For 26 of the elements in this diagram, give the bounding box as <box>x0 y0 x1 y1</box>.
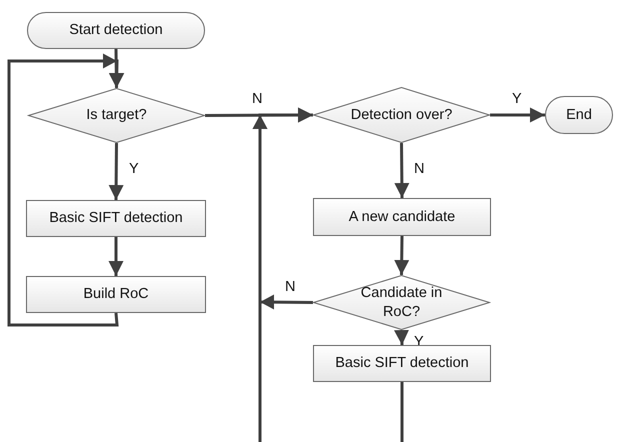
node-text: End <box>566 106 592 124</box>
node-text: A new candidate <box>348 208 456 226</box>
node-text: Is target? <box>86 106 147 125</box>
node-text: Basic SIFT detection <box>49 209 183 228</box>
process-box <box>313 345 491 382</box>
process-box <box>26 276 206 313</box>
decision-diamond <box>28 88 205 143</box>
node-text: Basic SIFT detection <box>335 354 469 373</box>
node-text: Candidate in RoC? <box>360 284 442 321</box>
arrow <box>490 108 545 122</box>
arrow <box>252 108 313 442</box>
node-text: Build RoC <box>83 285 149 304</box>
process-box <box>26 200 206 237</box>
decision-diamond <box>313 275 490 330</box>
arrow <box>394 236 410 276</box>
arrow <box>8 54 124 326</box>
arrow <box>108 142 124 200</box>
decision-diamond <box>313 87 490 143</box>
arrow <box>394 330 409 346</box>
arrow <box>108 237 124 276</box>
node-text: Detection over? <box>350 106 452 124</box>
arrow <box>394 142 410 198</box>
terminator-shape <box>27 12 205 49</box>
terminator-shape <box>545 96 613 134</box>
node-text: Start detection <box>69 21 163 40</box>
process-box <box>313 198 491 236</box>
